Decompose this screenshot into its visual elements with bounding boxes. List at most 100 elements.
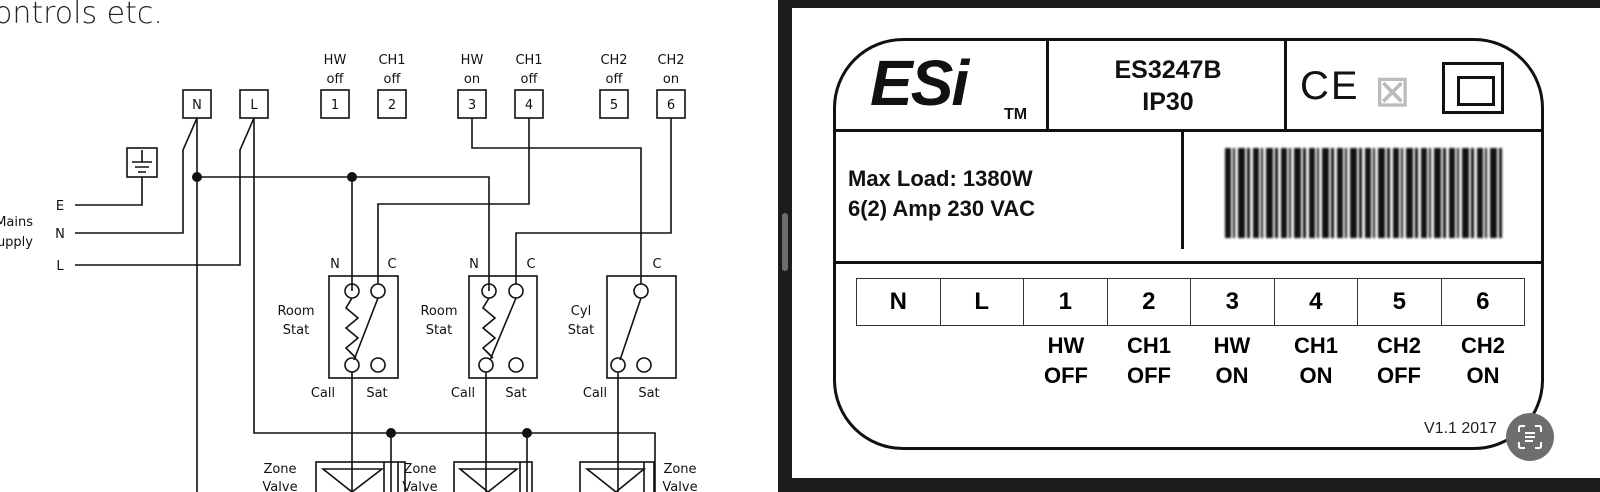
svg-text:Stat: Stat bbox=[568, 323, 594, 338]
wire-calls bbox=[351, 372, 619, 492]
svg-text:Room: Room bbox=[277, 304, 314, 319]
wire-live-bus bbox=[253, 118, 656, 492]
wire-earth bbox=[75, 177, 143, 206]
svg-text:L: L bbox=[250, 98, 258, 113]
ip-rating: IP30 bbox=[1142, 88, 1194, 116]
junction-dot bbox=[386, 428, 396, 438]
svg-text:Sat: Sat bbox=[505, 386, 526, 401]
cyl-stat-box bbox=[606, 275, 677, 379]
terminal-box-1 bbox=[320, 89, 350, 119]
junction-dot bbox=[347, 172, 357, 182]
wire-neutral-feed bbox=[197, 176, 490, 291]
switch-contact-2 bbox=[489, 297, 517, 361]
wire-terminal-3 bbox=[471, 118, 642, 284]
svg-text:C: C bbox=[652, 257, 661, 272]
divider-handle[interactable] bbox=[782, 213, 788, 271]
svg-text:Valve: Valve bbox=[662, 480, 697, 492]
terminal-cell: 3 bbox=[1191, 279, 1275, 325]
svg-text:HW: HW bbox=[324, 53, 347, 68]
svg-text:6: 6 bbox=[667, 98, 675, 113]
svg-text:Zone: Zone bbox=[403, 462, 436, 477]
svg-text:off: off bbox=[521, 72, 539, 87]
svg-text:Cyl: Cyl bbox=[571, 304, 591, 319]
max-load: Max Load: 1380W bbox=[848, 166, 1033, 191]
terminal-cell: 1 bbox=[1024, 279, 1108, 325]
barcode bbox=[1225, 148, 1505, 238]
room-stat-2-box bbox=[468, 275, 538, 379]
terminal-cell: 4 bbox=[1275, 279, 1358, 325]
svg-text:Zone: Zone bbox=[263, 462, 296, 477]
svg-text:C: C bbox=[526, 257, 535, 272]
svg-text:C: C bbox=[387, 257, 396, 272]
switch-contact-3 bbox=[619, 297, 642, 361]
junction-dot bbox=[192, 172, 202, 182]
terminal-cell: L bbox=[941, 279, 1024, 325]
valve-motor-icons bbox=[320, 468, 647, 492]
svg-text:Stat: Stat bbox=[426, 323, 452, 338]
trademark: TM bbox=[1004, 106, 1028, 123]
heater-resistor-1 bbox=[344, 297, 360, 359]
svg-text:2: 2 bbox=[388, 98, 396, 113]
earth-icon bbox=[132, 150, 152, 173]
product-label-frame bbox=[833, 38, 1544, 450]
amp-rating: 6(2) Amp 230 VAC bbox=[848, 196, 1036, 221]
terminal-table: N L 1 2 3 4 5 6 bbox=[856, 278, 1525, 326]
wire-terminal-4 bbox=[377, 118, 530, 284]
svg-text:Sat: Sat bbox=[638, 386, 659, 401]
svg-text:3: 3 bbox=[468, 98, 476, 113]
photo-top-border bbox=[778, 0, 1600, 8]
svg-text:N: N bbox=[469, 257, 479, 272]
svg-text:4: 4 bbox=[525, 98, 533, 113]
svg-text:Mains: Mains bbox=[0, 215, 33, 230]
svg-text:Call: Call bbox=[451, 386, 475, 401]
svg-text:Call: Call bbox=[583, 386, 607, 401]
brand-logo: ESi bbox=[870, 47, 969, 119]
svg-text:Valve: Valve bbox=[402, 480, 437, 492]
svg-text:Room: Room bbox=[420, 304, 457, 319]
svg-text:N: N bbox=[192, 98, 202, 113]
wire-terminal-6 bbox=[515, 118, 672, 284]
text-scan-button[interactable] bbox=[1506, 413, 1554, 461]
double-insulation-icon bbox=[1442, 62, 1504, 114]
svg-text:E: E bbox=[56, 199, 64, 214]
terminal-cell: 2 bbox=[1108, 279, 1191, 325]
zone-valve-1 bbox=[315, 461, 406, 492]
svg-text:Valve: Valve bbox=[262, 480, 297, 492]
svg-text:off: off bbox=[606, 72, 624, 87]
terminal-box-2 bbox=[377, 89, 407, 119]
svg-text:CH1: CH1 bbox=[515, 53, 542, 68]
svg-text:on: on bbox=[464, 72, 480, 87]
ce-mark: CE bbox=[1300, 64, 1360, 108]
terminal-cell: 6 bbox=[1476, 288, 1490, 315]
svg-text:CH2: CH2 bbox=[657, 53, 684, 68]
svg-text:N: N bbox=[330, 257, 340, 272]
svg-text:on: on bbox=[663, 72, 679, 87]
wire-neutral-supply bbox=[75, 117, 198, 234]
zone-valve-3 bbox=[579, 461, 655, 492]
wiring-diagram-page: ontrols etc. bbox=[0, 0, 780, 492]
junction-dot bbox=[522, 428, 532, 438]
model-number: ES3247B bbox=[1114, 56, 1222, 84]
terminal-cell: 5 bbox=[1358, 279, 1442, 325]
label-photo bbox=[792, 0, 1600, 492]
svg-text:CH1: CH1 bbox=[378, 53, 405, 68]
svg-text:5: 5 bbox=[610, 98, 618, 113]
wire-live-supply bbox=[75, 117, 255, 266]
svg-text:Stat: Stat bbox=[283, 323, 309, 338]
svg-text:off: off bbox=[384, 72, 402, 87]
svg-text:N: N bbox=[55, 227, 65, 242]
photo-bottom-border bbox=[778, 478, 1600, 492]
zone-valve-2 bbox=[453, 461, 533, 492]
weee-bin-icon: ⊠ bbox=[1374, 66, 1411, 117]
svg-text:Zone: Zone bbox=[663, 462, 696, 477]
terminal-cell: N bbox=[857, 279, 941, 325]
terminal-box-5 bbox=[599, 89, 629, 119]
svg-text:Sat: Sat bbox=[366, 386, 387, 401]
